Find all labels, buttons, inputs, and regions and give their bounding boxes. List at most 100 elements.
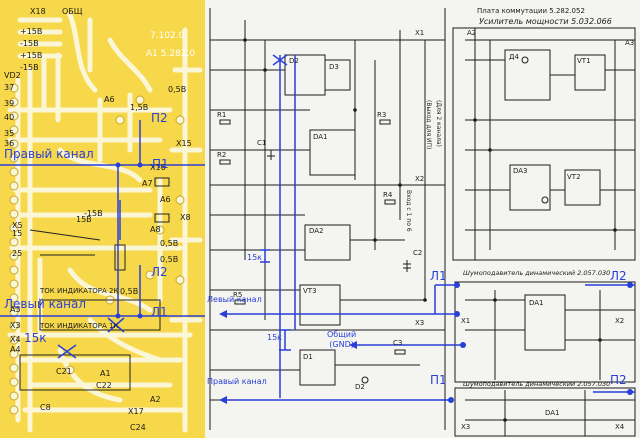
pcb-part-c24: С24 (130, 423, 146, 432)
schematic-label-l2: Л2 (610, 269, 627, 283)
pcb-part-15v-b: 15В (76, 215, 92, 224)
pcb-header-p15b: +15В (20, 51, 43, 60)
pcb-part-05v-d: 0,5В (160, 255, 179, 264)
schematic-title-power-amp: Усилитель мощности 5.032.066 (479, 17, 612, 26)
pcb-pin-x4: Х4 (10, 335, 21, 344)
pcb-header-gnd: ОБЩ (62, 7, 83, 16)
ref-vt3: VT3 (303, 287, 317, 295)
pcb-header-m15b: -15В (20, 63, 39, 72)
noise-reducer-title-2: Шумоподавитель динамический 2.057.030 (463, 380, 611, 388)
ref-r1: R1 (217, 111, 227, 119)
schematic-label-15k-lower: 15к (267, 333, 283, 342)
pcb-part-05v-a: 0,5В (168, 85, 187, 94)
pcb-header-x18: X18 (30, 7, 46, 16)
ref-x1: Х1 (415, 29, 425, 37)
pcb-label-p2-top: П2 (151, 111, 168, 125)
pcb-pin-35: 35 (4, 129, 15, 138)
ref-da1: DA1 (313, 133, 328, 141)
ref-a3: А3 (625, 39, 635, 47)
pcb-part-a8: А8 (150, 225, 161, 234)
pcb-pin-x15: X15 (176, 139, 192, 148)
ref-r5: R5 (233, 291, 243, 299)
pcb-part-c21: С21 (56, 367, 72, 376)
schematic-note-channel2: (Для 2 канала) (435, 100, 442, 147)
pcb-part-a1: А1 (100, 369, 111, 378)
noise-reducer-x3: Х3 (461, 423, 471, 431)
pcb-pin-vd2: VD2 (4, 71, 21, 80)
pcb-label-indicator-2k: ТОК ИНДИКАТОРА 2К (40, 287, 119, 295)
ref-c3: C3 (393, 339, 403, 347)
pcb-board-image: ОБЩ X18 +15В -15В +15В -15В 7.102.0 А1 5… (0, 0, 205, 438)
pcb-pin-x3: Х3 (10, 321, 21, 330)
pcb-label-right-channel: Правый канал (4, 147, 94, 161)
noise-reducer-x4: Х4 (615, 423, 625, 431)
noise-reducer-da1-b: DA1 (545, 409, 560, 417)
pcb-traces (0, 12, 205, 433)
ref-c2: C2 (413, 249, 423, 257)
pcb-part-m15v: -15В (84, 209, 103, 218)
pcb-pin-x5: Х5 (12, 221, 23, 230)
pcb-label-left-channel: Левый канал (4, 297, 87, 311)
ref-c1: C1 (257, 139, 267, 147)
ref-d3: D3 (329, 63, 339, 71)
noise-reducer-x1: Х1 (461, 317, 471, 325)
pcb-label-indicator-1k: ТОК ИНДИКАТОРА 1К (40, 322, 119, 330)
schematic-lines (209, 8, 636, 437)
pcb-pin-25: 25 (12, 249, 23, 258)
ref-da3: DA3 (513, 167, 528, 175)
pcb-pin-x8: Х8 (180, 213, 191, 222)
pcb-pin-x16: X16 (150, 163, 166, 172)
ref-x3: Х3 (415, 319, 425, 327)
ref-da2: DA2 (309, 227, 324, 235)
noise-reducer-x2: Х2 (615, 317, 625, 325)
ref-r4: R4 (383, 191, 393, 199)
schematic-label-right-channel: Правый канал (207, 377, 267, 386)
schematic-label-15k-upper: 15к (247, 253, 263, 262)
pcb-label-l1: Л1 (151, 305, 168, 319)
ref-d2: D2 (289, 57, 299, 65)
schematic-note-output: (Выход для ИП) (425, 100, 432, 150)
ref-a2: А2 (467, 29, 477, 37)
pcb-part-a3: А3 (10, 305, 21, 314)
schematic-title-switch-board: Плата коммутации 5.282.052 (477, 7, 585, 15)
schematic-label-p2: П2 (610, 373, 627, 387)
pcb-part-a6b: А6 (160, 195, 171, 204)
pcb-part-a4: А4 (10, 345, 21, 354)
pcb-label-p1-top: П1 (152, 157, 169, 171)
pcb-part-c22: С22 (96, 381, 112, 390)
pcb-part-a2: А2 (150, 395, 161, 404)
ref-r3: R3 (377, 111, 387, 119)
pcb-pin-x17: Х17 (128, 407, 144, 416)
ref-vt1: VT1 (577, 57, 591, 65)
noise-reducer-title-1: Шумоподавитель динамический 2.057.030 (463, 269, 611, 277)
pcb-label-l2: Л2 (151, 265, 168, 279)
pcb-part-c8: С8 (40, 403, 51, 412)
schematic-label-left-channel: Левый канал (207, 295, 262, 304)
pcb-pin-a7: А7 (142, 179, 153, 188)
pcb-pin-40: 40 (4, 113, 15, 122)
noise-reducer-da1: DA1 (529, 299, 544, 307)
ref-vt2: VT2 (567, 173, 581, 181)
schematic-image: Плата коммутации 5.282.052 Усилитель мощ… (205, 0, 640, 438)
ref-d2b: D2 (355, 383, 365, 391)
pcb-pin-36: 36 (4, 139, 15, 148)
pcb-header-m15: -15В (20, 39, 39, 48)
schematic-label-p1: П1 (430, 373, 447, 387)
pcb-header-p15: +15В (20, 27, 43, 36)
pcb-part-15v: 1,5В (130, 103, 149, 112)
ref-r2: R2 (217, 151, 227, 159)
pcb-pin-39: 39 (4, 99, 15, 108)
pcb-part-a6: А6 (104, 95, 115, 104)
pcb-board-ref: А1 5.282.0 (146, 49, 196, 59)
pcb-pin-37: 37 (4, 83, 15, 92)
pcb-part-05v-c: 0,5В (120, 287, 139, 296)
ref-d1: D1 (303, 353, 313, 361)
pcb-pin-15: 15 (12, 229, 23, 238)
pcb-part-05v-b: 0,5В (160, 239, 179, 248)
schematic-label-gnd: Общий (GND) (327, 330, 357, 350)
schematic-label-l1: Л1 (430, 269, 447, 283)
pcb-board-code: 7.102.0 (150, 31, 185, 41)
pcb-label-15k: 15к (24, 331, 47, 345)
schematic-note-inputs: Вход с 1 по 6 (405, 190, 412, 232)
